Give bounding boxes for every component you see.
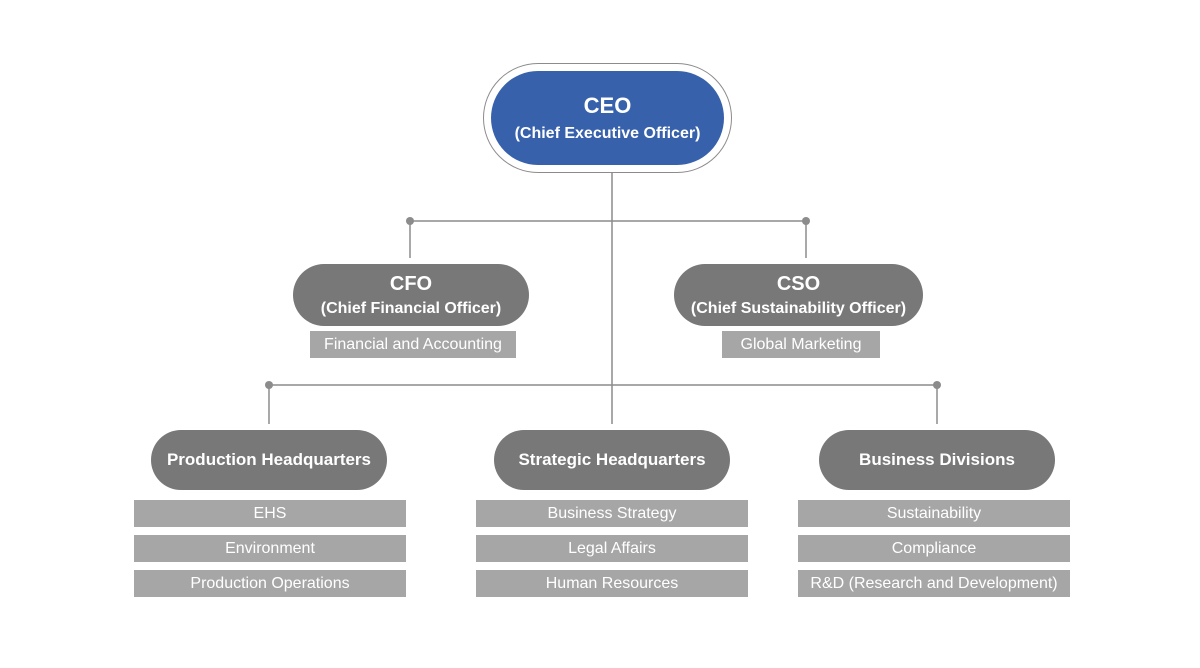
production-unit-ehs: EHS — [134, 500, 406, 527]
production-unit-operations: Production Operations — [134, 570, 406, 597]
ceo-node: CEO (Chief Executive Officer) — [491, 71, 724, 165]
ceo-title: CEO — [583, 93, 632, 119]
cso-title: CSO — [776, 272, 821, 295]
cfo-node: CFO (Chief Financial Officer) — [293, 264, 529, 326]
cso-subtitle: (Chief Sustainability Officer) — [690, 299, 907, 317]
production-hq-node: Production Headquarters — [151, 430, 387, 490]
production-unit-environment: Environment — [134, 535, 406, 562]
cfo-subtitle: (Chief Financial Officer) — [320, 299, 502, 317]
connector-dot — [406, 217, 414, 225]
ceo-subtitle: (Chief Executive Officer) — [514, 124, 701, 142]
strategic-hq-node: Strategic Headquarters — [494, 430, 730, 490]
division-unit-compliance: Compliance — [798, 535, 1070, 562]
strategic-unit-human-resources: Human Resources — [476, 570, 748, 597]
division-unit-sustainability: Sustainability — [798, 500, 1070, 527]
cfo-title: CFO — [389, 272, 433, 295]
cso-node: CSO (Chief Sustainability Officer) — [674, 264, 923, 326]
business-divisions-node: Business Divisions — [819, 430, 1055, 490]
connector-dot — [265, 381, 273, 389]
strategic-unit-legal-affairs: Legal Affairs — [476, 535, 748, 562]
connector-dot — [933, 381, 941, 389]
connector-dot — [802, 217, 810, 225]
division-unit-rnd: R&D (Research and Development) — [798, 570, 1070, 597]
strategic-unit-business-strategy: Business Strategy — [476, 500, 748, 527]
cfo-unit-financial-accounting: Financial and Accounting — [310, 331, 516, 358]
cso-unit-global-marketing: Global Marketing — [722, 331, 880, 358]
